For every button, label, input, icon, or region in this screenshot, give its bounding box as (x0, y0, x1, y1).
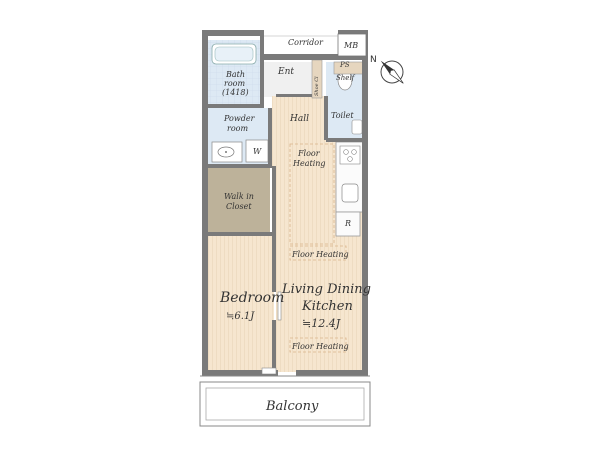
compass-north-letter: N (370, 55, 377, 65)
floor-heating-middle-label: Floor Heating (291, 250, 349, 259)
kitchen-sink-icon (341, 183, 359, 203)
balcony-label: Balcony (265, 399, 319, 414)
shoe-closet-label: Shoe Cl (314, 76, 320, 96)
bedroom-size: ≒6.1J (226, 311, 255, 322)
washer-label: W (253, 147, 262, 156)
hall-floor (272, 96, 326, 140)
refrigerator-label: R (344, 219, 351, 228)
ldk-label-line2: Kitchen (301, 299, 353, 314)
stove-icon (339, 145, 361, 165)
balcony (199, 375, 371, 427)
floor-heating-top-line1: Floor (297, 149, 321, 158)
floor-heating-top-line2: Heating (292, 159, 326, 168)
mb-label: MB (343, 41, 358, 50)
wash-basin-icon (211, 141, 243, 163)
bathroom-label-line2: room (224, 79, 245, 88)
corridor-label: Corridor (288, 38, 324, 47)
walk-in-closet-label-line2: Closet (226, 202, 252, 211)
walk-in-closet-floor (208, 166, 270, 234)
toilet-label: Toilet (331, 111, 354, 120)
shelf-label: Shelf (336, 74, 356, 82)
compass-icon: N (370, 55, 404, 84)
walls (202, 30, 368, 376)
entrance-floor (262, 62, 312, 97)
balcony-door (261, 367, 277, 375)
refrigerator-space (335, 211, 361, 237)
bathtub-icon (211, 43, 257, 65)
bathroom-label-line1: Bath (225, 70, 245, 79)
powder-room-label-line2: room (227, 124, 248, 133)
bathroom-label-line3: (1418) (222, 88, 249, 97)
hall-label: Hall (289, 114, 309, 124)
floor-heating-bottom-label: Floor Heating (291, 342, 349, 351)
ldk-size: ≒12.4J (302, 317, 341, 330)
floor-heating-zone-lower (289, 337, 347, 353)
sliding-door-bedroom (277, 291, 282, 321)
powder-room-label-line1: Powder (223, 114, 256, 123)
meter-box (337, 33, 367, 57)
floor-heating-zone-upper (289, 143, 335, 245)
floor-heating-zone-middle (289, 245, 347, 261)
ent-label: Ent (277, 67, 294, 77)
ps-label: PS (339, 61, 350, 69)
walk-in-closet-label-line1: Walk in (224, 192, 254, 201)
bedroom-floor (208, 236, 274, 370)
bedroom-label: Bedroom (219, 290, 284, 306)
toilet-hand-basin (351, 119, 363, 135)
ldk-label-line1: Living Dining (281, 282, 371, 297)
